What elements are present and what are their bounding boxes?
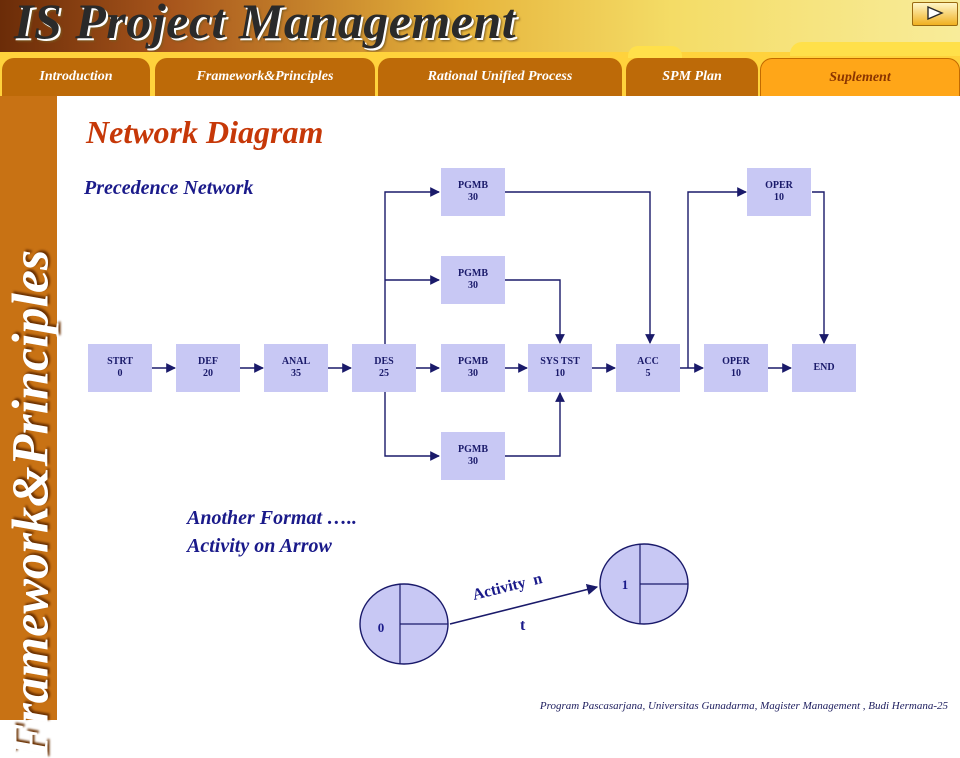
tab-spm-plan[interactable]: SPM Plan xyxy=(626,58,758,96)
aoa-end-label: 1 xyxy=(622,577,629,592)
node-duration: 30 xyxy=(468,192,478,203)
node-pgmb-upper: PGMB 30 xyxy=(441,256,505,304)
node-duration: 10 xyxy=(555,368,565,379)
node-duration: 35 xyxy=(291,368,301,379)
edge-pgmb-top-acc xyxy=(505,191,655,344)
node-name: ANAL xyxy=(281,356,311,367)
edge-des-pgmb-low xyxy=(384,392,440,461)
edge-des-pgmb-top xyxy=(384,187,440,344)
tab-introduction[interactable]: Introduction xyxy=(2,58,150,96)
node-duration: 20 xyxy=(203,368,213,379)
node-strt: STRT 0 xyxy=(88,344,152,392)
node-duration: 5 xyxy=(645,368,651,379)
tab-framework-principles[interactable]: Framework&Principles xyxy=(155,58,375,96)
aoa-activity-arrow xyxy=(449,584,599,625)
node-duration: 30 xyxy=(468,368,478,379)
node-def: DEF 20 xyxy=(176,344,240,392)
next-slide-button[interactable] xyxy=(912,2,958,26)
page-title: Network Diagram xyxy=(86,114,324,150)
node-name: DEF xyxy=(198,356,218,367)
node-duration: 10 xyxy=(731,368,741,379)
node-pgmb-mid: PGMB 30 xyxy=(441,344,505,392)
node-anal: ANAL 35 xyxy=(264,344,328,392)
aoa-activity-label: Activity n xyxy=(471,570,544,604)
precedence-network-label: Precedence Network xyxy=(84,177,254,199)
node-name: PGMB xyxy=(458,268,488,279)
node-duration: 10 xyxy=(774,192,784,203)
activity-on-arrow-diagram: 0 1 Activity n t xyxy=(359,543,689,665)
another-format-label: Another Format ….. xyxy=(187,507,358,529)
edge-pgmb-upper-systst xyxy=(505,279,565,344)
node-pgmb-low: PGMB 30 xyxy=(441,432,505,480)
aoa-duration-label: t xyxy=(520,617,526,634)
node-duration: 0 xyxy=(117,368,123,379)
node-name: PGMB xyxy=(458,444,488,455)
node-name: STRT xyxy=(107,356,133,367)
app-title: IS Project Management xyxy=(14,0,517,49)
node-name: SYS TST xyxy=(540,356,580,367)
node-oper-top: OPER 10 xyxy=(747,168,811,216)
node-duration: 30 xyxy=(468,456,478,467)
node-end: END xyxy=(792,344,856,392)
node-pgmb-top: PGMB 30 xyxy=(441,168,505,216)
edge-pgmb-low-systst xyxy=(505,392,565,457)
node-name: OPER xyxy=(765,180,793,191)
node-acc: ACC 5 xyxy=(616,344,680,392)
tab-decoration xyxy=(790,42,960,56)
node-oper-mid: OPER 10 xyxy=(704,344,768,392)
node-name: ACC xyxy=(637,356,659,367)
edge-oper-top-end xyxy=(812,191,829,344)
node-name: END xyxy=(813,362,835,373)
activity-on-arrow-label: Activity on Arrow xyxy=(187,535,332,557)
node-sys-tst: SYS TST 10 xyxy=(528,344,592,392)
sidebar: Framework&Principles xyxy=(0,96,60,758)
node-name: PGMB xyxy=(458,356,488,367)
play-arrow-icon xyxy=(927,6,944,20)
node-name: OPER xyxy=(722,356,750,367)
footer-credit: Program Pascasarjana, Universitas Gunada… xyxy=(539,700,948,712)
node-duration: 25 xyxy=(379,368,389,379)
node-duration: 30 xyxy=(468,280,478,291)
node-name: PGMB xyxy=(458,180,488,191)
network-connectors: 0 1 Activity n t xyxy=(152,187,829,665)
node-name: DES xyxy=(374,356,394,367)
aoa-start-label: 0 xyxy=(378,620,385,635)
tab-decoration xyxy=(628,46,682,58)
node-des: DES 25 xyxy=(352,344,416,392)
edge-acc-oper-top xyxy=(687,187,747,368)
tab-suplement[interactable]: Suplement xyxy=(760,58,960,96)
tab-rational-unified-process[interactable]: Rational Unified Process xyxy=(378,58,622,96)
